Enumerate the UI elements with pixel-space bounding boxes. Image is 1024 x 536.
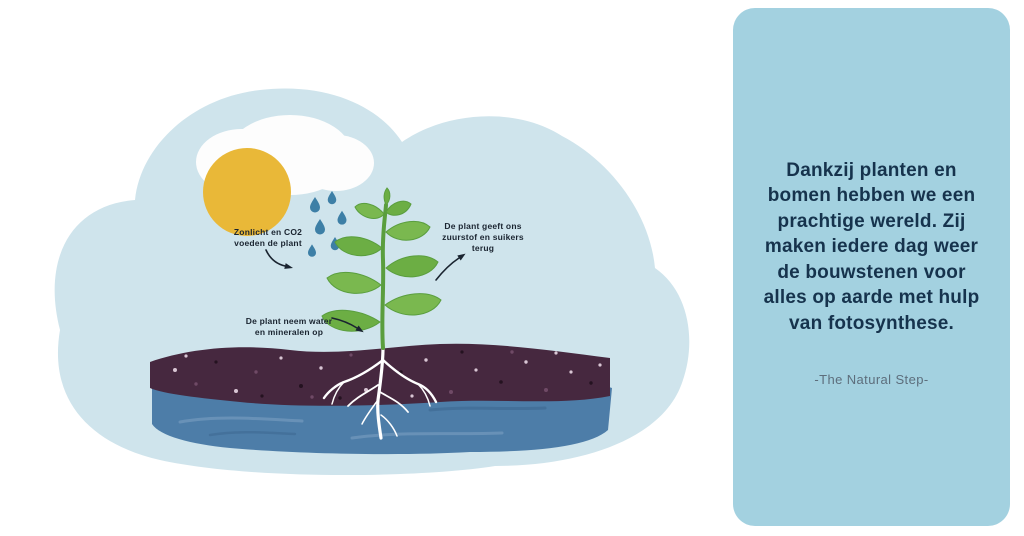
label-water-minerals: De plant neem water en mineralen op [245, 316, 333, 338]
plant [321, 187, 442, 350]
rain-drops-icon [308, 191, 347, 257]
arrow-sunlight [265, 249, 286, 267]
sun-icon [203, 148, 291, 236]
label-oxygen-sugars: De plant geeft ons zuurstof en suikers t… [442, 221, 524, 254]
quote-text: Dankzij planten en bomen hebben we een p… [763, 160, 980, 334]
roots [322, 346, 438, 440]
arrow-water [331, 317, 358, 329]
arrowhead-water [355, 325, 364, 333]
arrowhead-sunlight [284, 263, 293, 269]
arrowhead-oxygen [457, 253, 466, 261]
quote-card: Dankzij planten en bomen hebben we een p… [733, 8, 1010, 526]
quote-attribution: -The Natural Step- [814, 372, 929, 388]
arrow-oxygen [435, 257, 460, 281]
photosynthesis-svg [54, 88, 690, 476]
label-sunlight-co2: Zonlicht en CO2 voeden de plant [233, 227, 303, 249]
annotation-arrows [265, 249, 466, 333]
photosynthesis-illustration: Zonlicht en CO2 voeden de plant De plant… [54, 88, 690, 476]
